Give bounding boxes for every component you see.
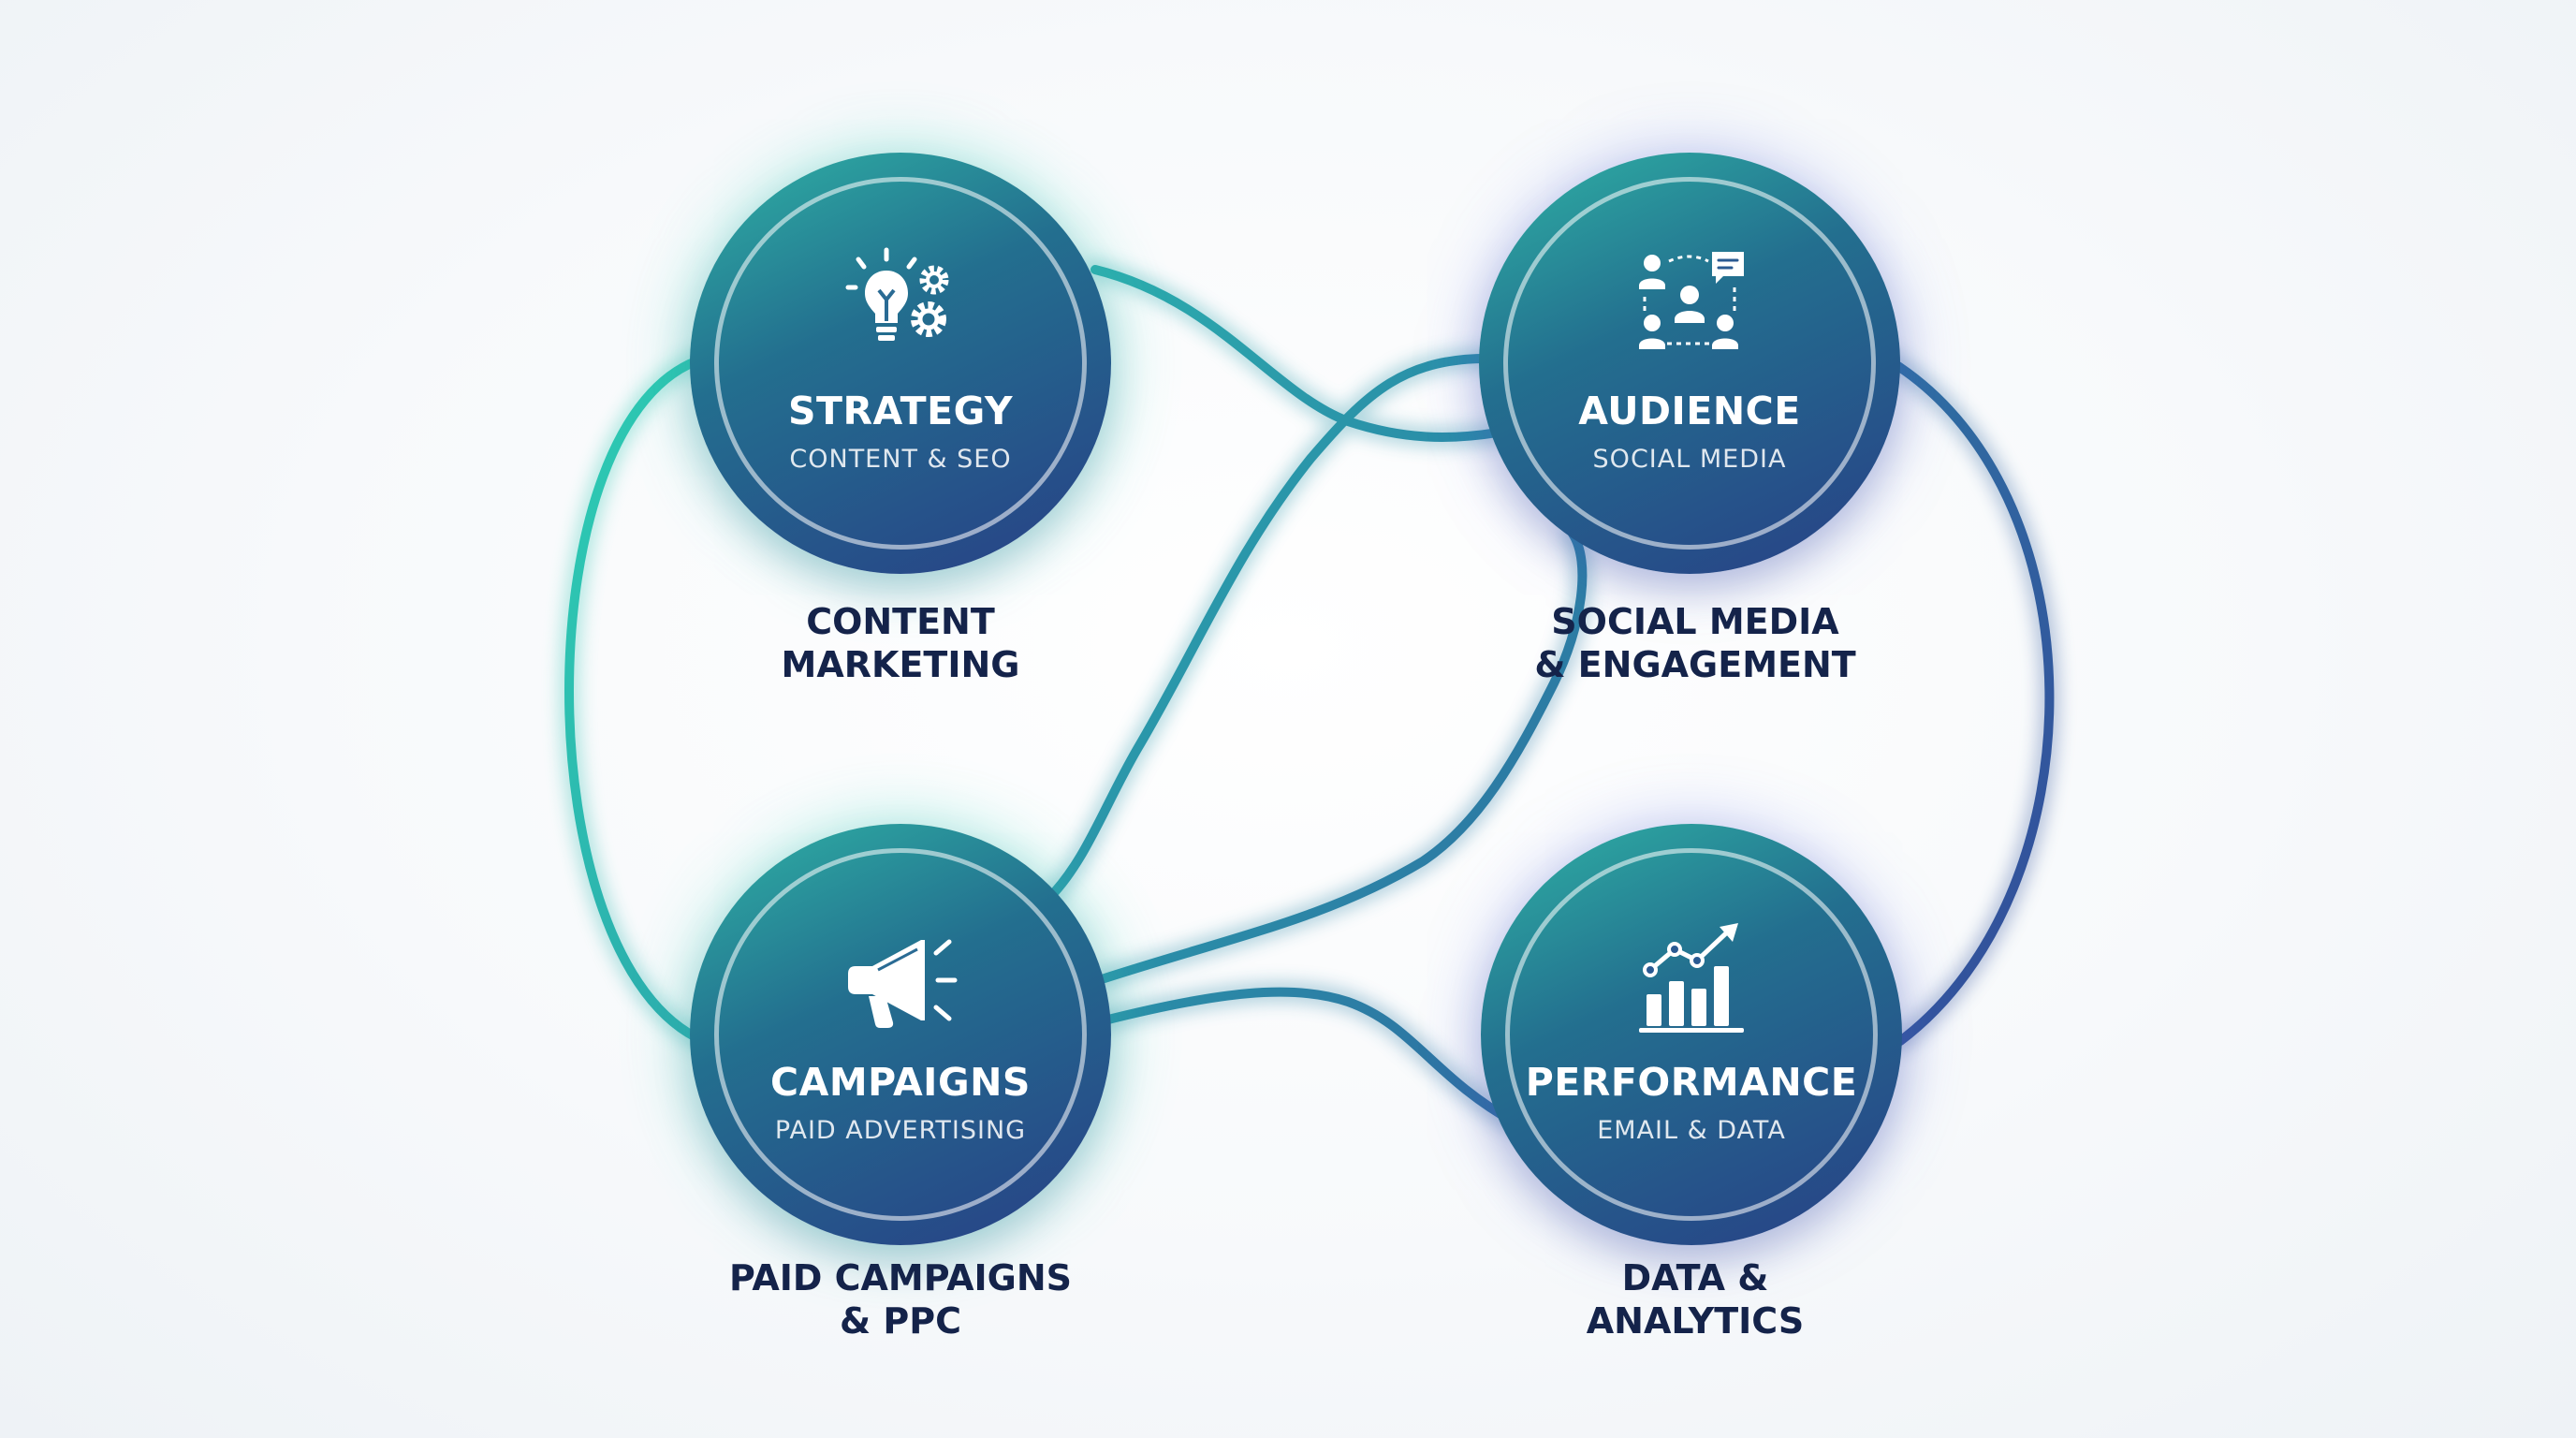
- megaphone-icon: [848, 939, 958, 1028]
- node-title: STRATEGY: [787, 389, 1014, 433]
- node-subtitle: CONTENT & SEO: [789, 445, 1012, 474]
- node-subtitle: PAID ADVERTISING: [774, 1116, 1027, 1145]
- node-subtitle: SOCIAL MEDIA: [1592, 445, 1787, 474]
- caption-line: & ENGAGEMENT: [1534, 644, 1856, 685]
- node-title: AUDIENCE: [1578, 389, 1801, 433]
- node-audience: AUDIENCE SOCIAL MEDIA: [1479, 153, 1900, 574]
- bar-chart-trend-icon: [1639, 923, 1744, 1033]
- connector-top-s: [1090, 265, 1502, 442]
- node-campaigns: CAMPAIGNS PAID ADVERTISING: [690, 824, 1111, 1245]
- caption-line: DATA &: [1621, 1257, 1769, 1299]
- caption-content-marketing: CONTENT MARKETING: [638, 600, 1163, 686]
- node-ring: [1503, 177, 1876, 550]
- connector-right-loop: [1881, 354, 2055, 1046]
- caption-line: MARKETING: [781, 644, 1020, 685]
- node-performance: PERFORMANCE EMAIL & DATA: [1481, 824, 1902, 1245]
- node-ring: [1505, 848, 1878, 1221]
- caption-line: PAID CAMPAIGNS: [728, 1257, 1073, 1299]
- caption-social-media-engagement: SOCIAL MEDIA & ENGAGEMENT: [1433, 600, 1957, 686]
- caption-line: ANALYTICS: [1586, 1300, 1805, 1342]
- caption-line: & PPC: [840, 1300, 961, 1342]
- connector-diagonal-1: [1044, 353, 1502, 903]
- connector-left-loop: [564, 354, 709, 1046]
- caption-data-analytics: DATA & ANALYTICS: [1433, 1256, 1957, 1343]
- caption-line: SOCIAL MEDIA: [1551, 601, 1839, 642]
- node-ring: [714, 848, 1087, 1221]
- node-subtitle: EMAIL & DATA: [1597, 1116, 1786, 1145]
- node-ring: [714, 177, 1087, 550]
- node-strategy: STRATEGY CONTENT & SEO: [690, 153, 1111, 574]
- people-network-chat-icon: [1639, 252, 1744, 349]
- connector-diagonal-2: [1100, 529, 1588, 983]
- node-title: PERFORMANCE: [1525, 1060, 1858, 1105]
- lightbulb-gears-icon: [845, 247, 949, 341]
- node-title: CAMPAIGNS: [770, 1060, 1031, 1105]
- caption-paid-campaigns-ppc: PAID CAMPAIGNS & PPC: [638, 1256, 1163, 1343]
- caption-line: CONTENT: [806, 601, 995, 642]
- connector-bottom-s: [1100, 987, 1521, 1128]
